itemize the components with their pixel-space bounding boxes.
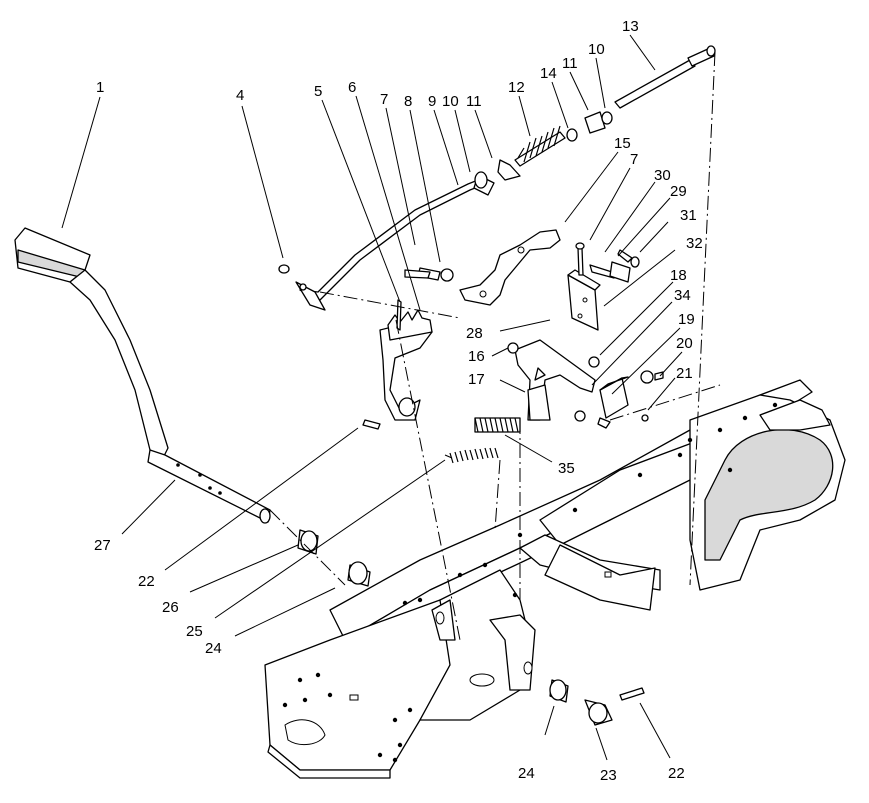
pedal-shaft (147, 449, 271, 524)
callout-12: 12 (508, 79, 525, 96)
callout-19: 19 (678, 311, 695, 328)
callout-34: 34 (674, 287, 691, 304)
callout-15: 15 (614, 135, 631, 152)
callout-1: 1 (96, 79, 104, 96)
callout-32: 32 (686, 235, 703, 252)
callout-26: 26 (162, 599, 179, 616)
brake-arm (417, 229, 561, 306)
callout-24b: 24 (518, 765, 535, 782)
callout-17: 17 (468, 371, 485, 388)
switch-assembly (574, 370, 664, 429)
leader-lines (61, 34, 683, 761)
callout-6: 6 (348, 79, 356, 96)
bushing-26 (297, 529, 319, 555)
callout-4: 4 (236, 87, 244, 104)
callout-11b: 11 (562, 55, 578, 72)
spring-lower (444, 447, 499, 464)
callout-31: 31 (680, 207, 697, 224)
frame-assembly (264, 379, 846, 779)
callout-22b: 22 (668, 765, 685, 782)
callout-35: 35 (558, 460, 575, 477)
callout-10: 10 (442, 93, 459, 110)
callout-28: 28 (466, 325, 483, 342)
callout-11: 11 (466, 93, 482, 110)
brake-pedal (14, 227, 169, 459)
brake-rod (278, 179, 481, 311)
callout-23: 23 (600, 767, 617, 784)
center-lines (269, 51, 721, 641)
callout-20: 20 (676, 335, 693, 352)
bushing-24 (347, 561, 371, 587)
callout-13: 13 (622, 18, 639, 35)
callout-14: 14 (540, 65, 557, 82)
callout-24: 24 (205, 640, 222, 657)
callout-7: 7 (380, 91, 388, 108)
callout-9: 9 (428, 93, 436, 110)
cable-assembly (473, 45, 716, 196)
callout-29: 29 (670, 183, 687, 200)
callout-labels: 1 4 5 6 7 8 9 10 11 12 14 11 10 13 15 7 … (94, 18, 703, 784)
callout-18: 18 (670, 267, 687, 284)
ratchet-bracket (362, 299, 433, 430)
callout-22: 22 (138, 573, 155, 590)
callout-21: 21 (676, 365, 693, 382)
callout-10b: 10 (588, 41, 605, 58)
callout-16: 16 (468, 348, 485, 365)
callout-8: 8 (404, 93, 412, 110)
spring-35 (474, 417, 521, 433)
callout-7b: 7 (630, 151, 638, 168)
bottom-hub (404, 269, 645, 726)
callout-25: 25 (186, 623, 203, 640)
callout-27: 27 (94, 537, 111, 554)
switch-bracket (567, 242, 640, 331)
upright-bracket (507, 339, 600, 421)
callout-30: 30 (654, 167, 671, 184)
callout-5: 5 (314, 83, 322, 100)
